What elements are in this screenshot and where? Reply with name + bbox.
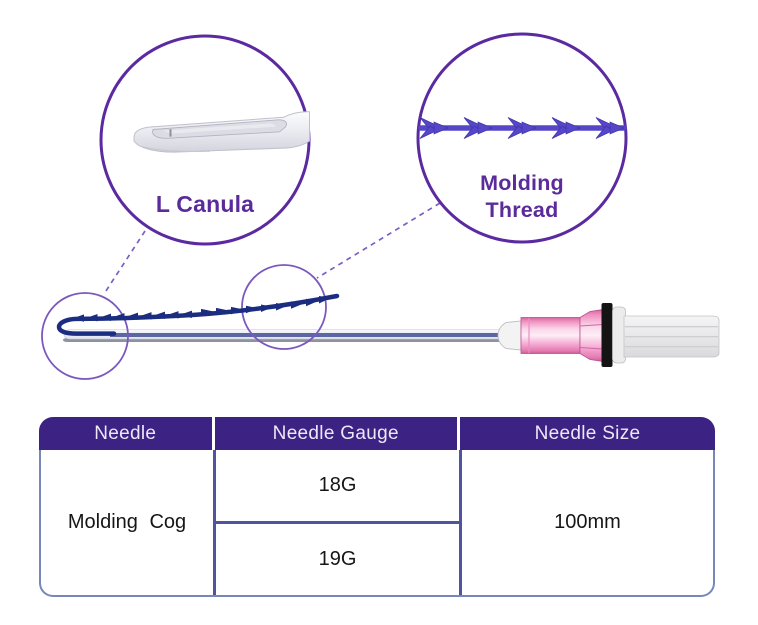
needle-hub [497,303,720,367]
table-divider-horizontal [215,521,460,524]
cannula-label: L Canula [155,191,255,217]
cannula-zoom-circle [99,34,311,246]
spec-table: Needle Needle Gauge Needle Size Molding … [39,417,715,597]
spec-table-header-needle-size: Needle Size [460,417,715,450]
thread-label-line2: Thread [485,198,559,222]
main-thread [56,293,340,336]
spec-table-header-row: Needle Needle Gauge Needle Size [39,417,715,450]
thread-label-line1: Molding [480,171,564,195]
table-divider-vertical-1 [213,450,216,595]
gauge-cell-19g: 19G [318,548,357,570]
barbed-thread-illustration [418,117,627,139]
right-dashed-connector [316,202,441,279]
needle-illustration [63,303,720,367]
spec-table-header-needle: Needle [39,417,212,450]
thread-zoom-circle [416,32,628,244]
left-dashed-connector [103,230,146,295]
spec-table-header-needle-gauge: Needle Gauge [214,417,457,450]
spec-table-body: Molding Cog 18G 19G 100mm [39,450,715,597]
thread-label: Molding Thread [442,170,602,224]
needle-diagram [41,32,720,380]
table-divider-vertical-2 [459,450,462,595]
needle-shaft [63,329,502,342]
left-focus-circle [41,292,129,380]
gauge-cell-18g: 18G [318,474,357,496]
right-focus-circle [241,264,327,350]
needle-type-cell: Molding Cog [67,511,187,533]
cannula-tip-illustration [133,111,310,153]
size-cell: 100mm [554,511,621,533]
